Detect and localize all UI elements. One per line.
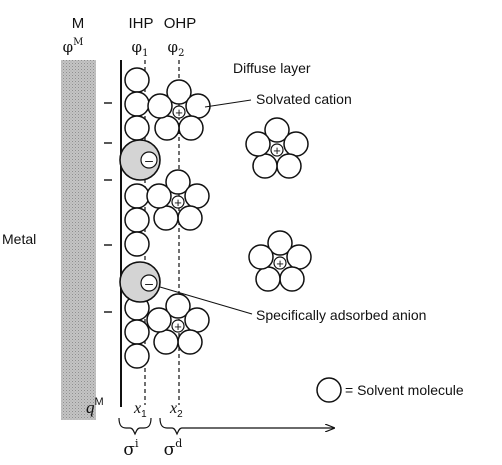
plus-sign: + (174, 319, 182, 334)
solvated-cation-diffuse-1: + (245, 117, 309, 179)
plus-sign: + (276, 256, 284, 271)
solvent-molecule (124, 91, 150, 117)
metal-charge-label: qM (86, 396, 104, 417)
solvated-cation-label: Solvated cation (256, 91, 352, 107)
plus-sign: + (175, 105, 183, 120)
metal-symbol-label: M (72, 15, 85, 32)
sigma-i-brace (118, 417, 152, 436)
solvent-molecule (124, 343, 150, 369)
adsorbed-anion-upper: – (119, 139, 161, 181)
solvent-molecule (124, 67, 150, 93)
adsorbed-anion-lower: – (119, 261, 161, 303)
solvent-molecule (124, 319, 150, 345)
solvated-cation-ohp-3: + (146, 293, 210, 355)
phi1-label: φ1 (132, 38, 149, 59)
solvent-molecule (124, 207, 150, 233)
solvated-cation-diffuse-2: + (248, 230, 312, 292)
ihp-solvent-layer (124, 67, 150, 369)
solvent-molecule (124, 231, 150, 257)
solvated-cation-ohp-1: + (147, 79, 211, 141)
plus-sign: + (174, 195, 182, 210)
solvent-molecule-legend-icon (316, 377, 342, 403)
solvent-molecule-legend-label: = Solvent molecule (345, 382, 464, 398)
sigma-d-label: σd (164, 437, 183, 460)
sigma-i-label: σi (123, 437, 139, 460)
minus-sign: – (145, 275, 153, 291)
diffuse-layer-label: Diffuse layer (233, 60, 311, 76)
x1-label: x1 (133, 400, 147, 420)
sigma-d-brace (159, 417, 183, 436)
metal-potential-label: φM (63, 37, 84, 56)
plus-sign: + (273, 143, 281, 158)
solvent-molecule (124, 115, 150, 141)
solvent-molecule (124, 183, 150, 209)
x2-label: x2 (169, 400, 183, 420)
ihp-label: IHP (128, 15, 153, 32)
ohp-label: OHP (164, 15, 197, 32)
metal-surface-charges (104, 102, 112, 313)
specifically-adsorbed-anion-label: Specifically adsorbed anion (256, 307, 426, 323)
solvated-cation-pointer (204, 99, 252, 108)
metal-slab (61, 60, 96, 420)
solvated-cation-ohp-2: + (146, 169, 210, 231)
minus-sign: – (145, 152, 153, 168)
phi2-label: φ2 (168, 38, 185, 59)
metal-label: Metal (2, 231, 36, 247)
adsorbed-anion-pointer (159, 286, 253, 315)
